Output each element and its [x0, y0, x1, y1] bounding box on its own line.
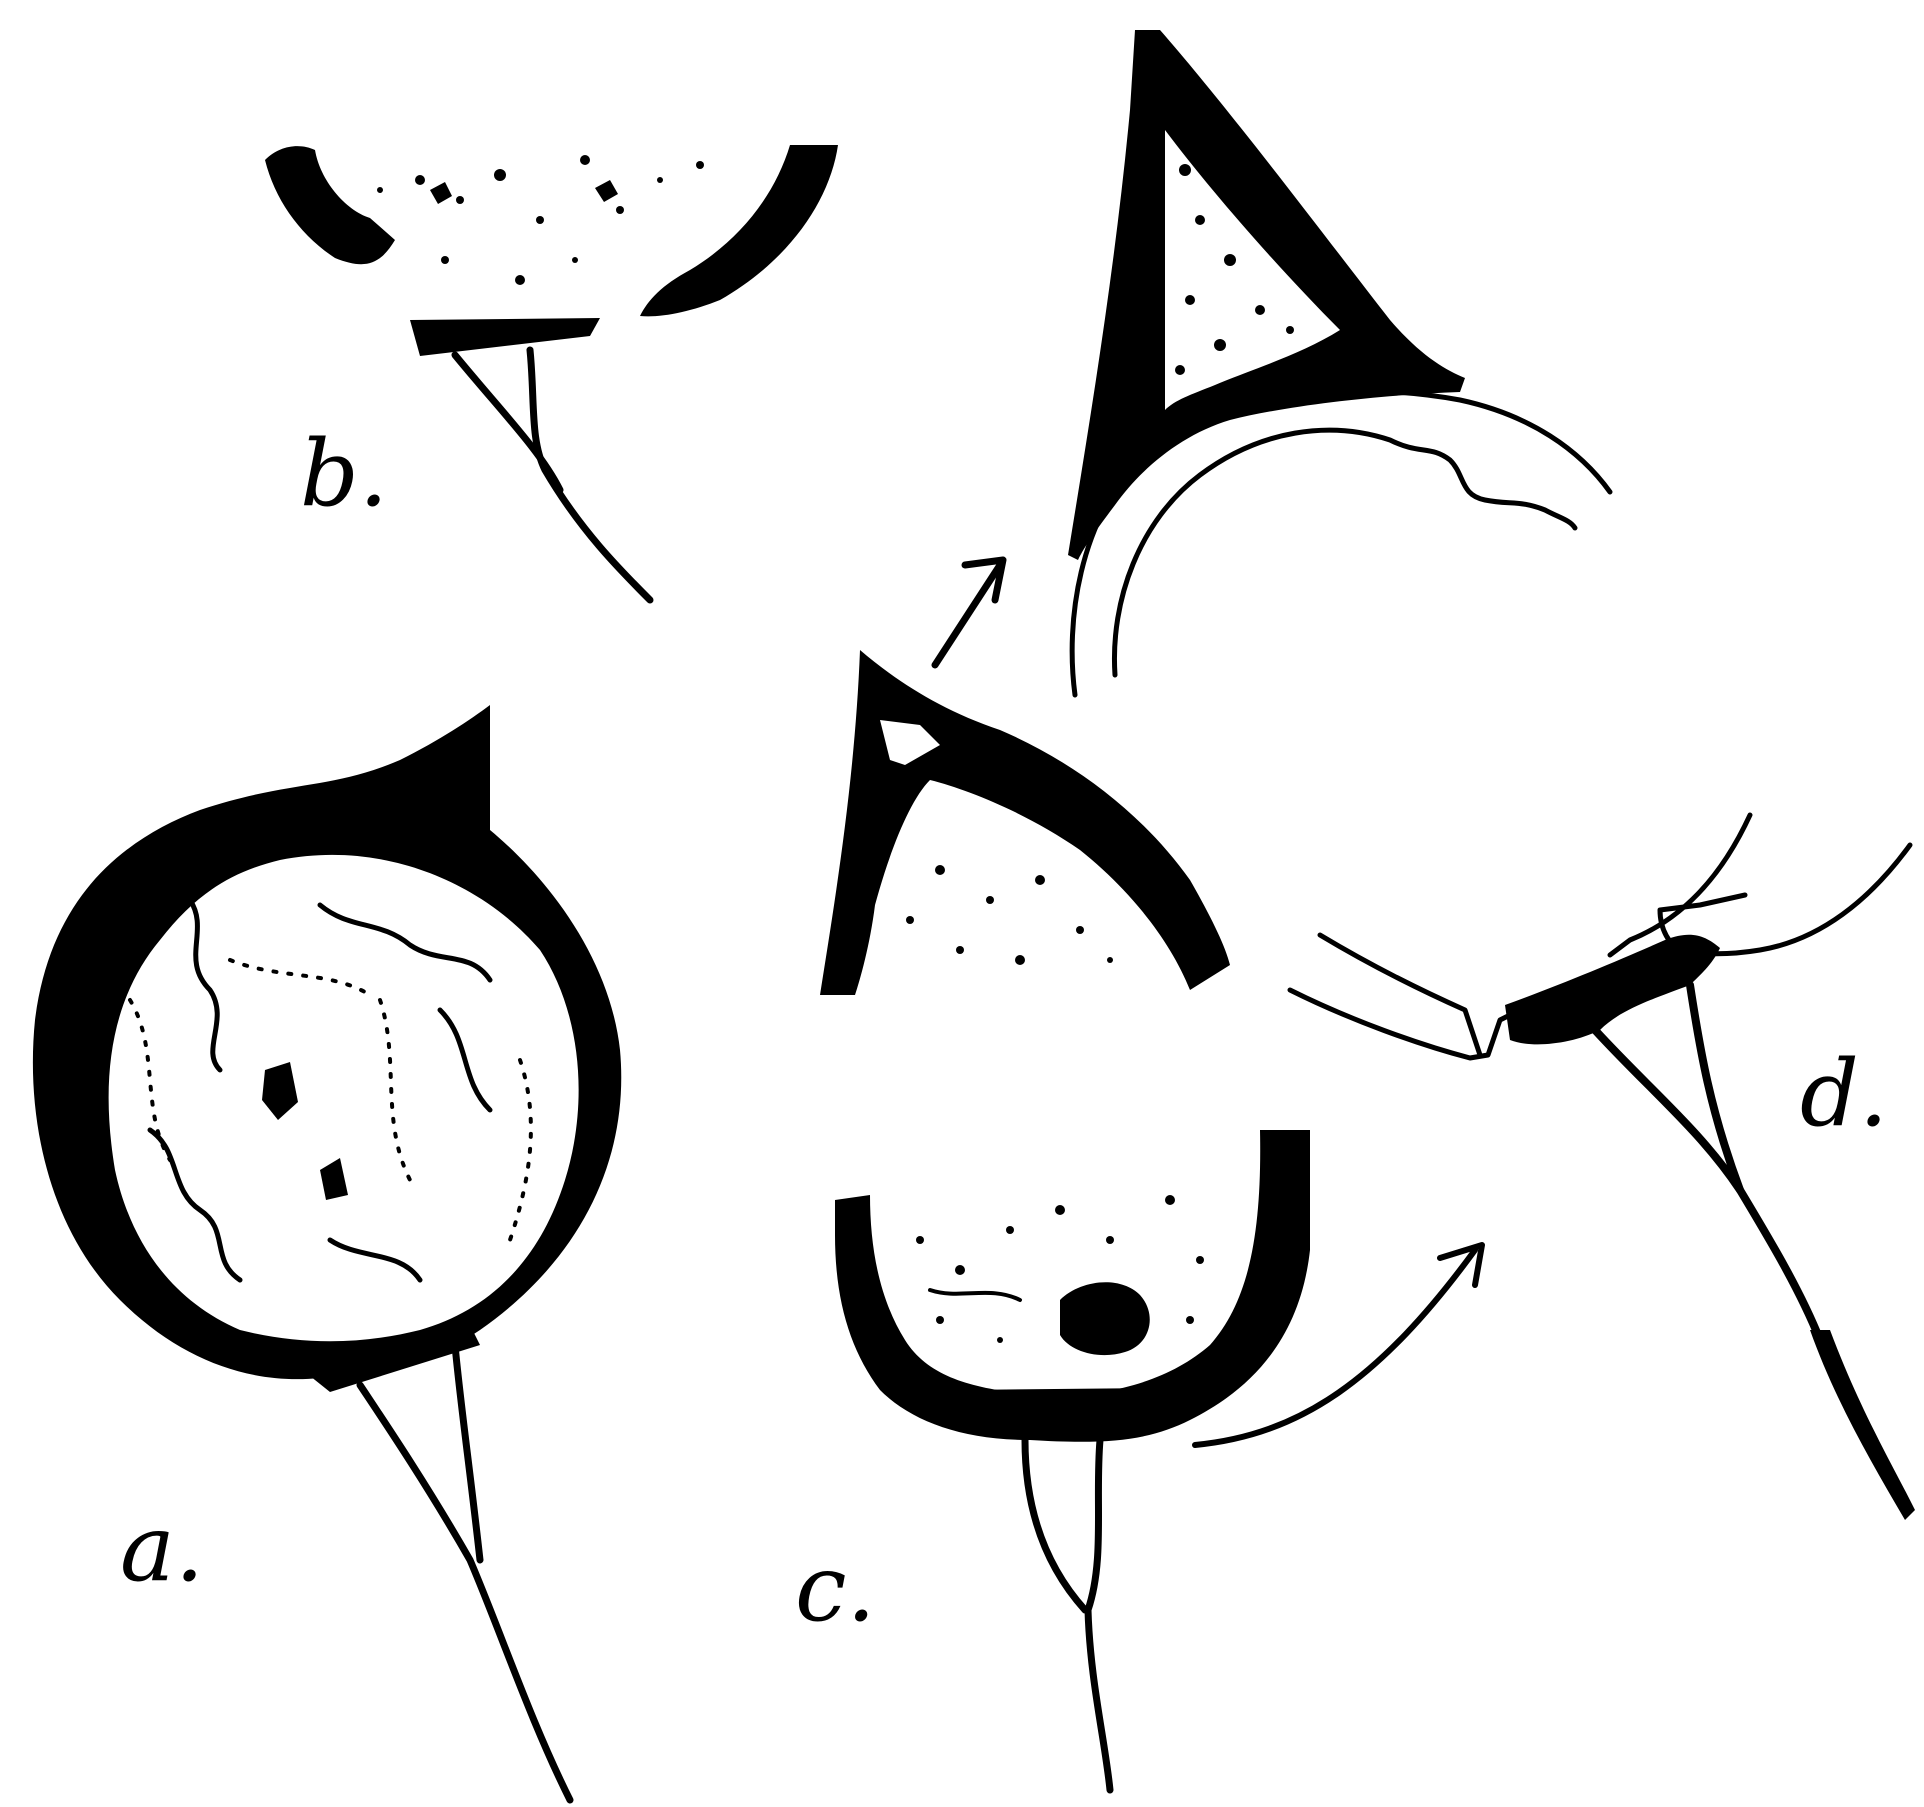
- label-a: a.: [120, 1495, 204, 1602]
- cell-a-flagellum-2: [455, 1345, 480, 1560]
- cell-c-nucleus: [1060, 1282, 1150, 1355]
- cell-a-cytoplasm: [109, 855, 579, 1341]
- cell-b: [265, 120, 838, 600]
- spine-enlargement-membrane-inner: [1114, 430, 1575, 675]
- spine-enlargement: [1068, 30, 1610, 695]
- cell-d: [1290, 815, 1915, 1520]
- cell-c-flagellum-1: [1025, 1440, 1085, 1610]
- label-d: d.: [1800, 1040, 1888, 1147]
- cell-d-membrane-right-outer: [1610, 815, 1750, 955]
- cell-b-cytoplasm: [325, 120, 805, 345]
- cell-c-flagellum-2: [1088, 1440, 1100, 1610]
- cell-b-base: [410, 318, 600, 356]
- cell-c-flagellum-stem: [1088, 1610, 1110, 1790]
- cell-c: [820, 560, 1482, 1790]
- cell-a: [33, 705, 621, 1800]
- cell-c-arrow-up: [935, 565, 1000, 665]
- label-b: b.: [300, 420, 388, 527]
- cell-d-flagellum-tail: [1810, 1330, 1915, 1520]
- label-c: c.: [795, 1535, 876, 1642]
- cell-b-flagellum-2: [530, 350, 650, 600]
